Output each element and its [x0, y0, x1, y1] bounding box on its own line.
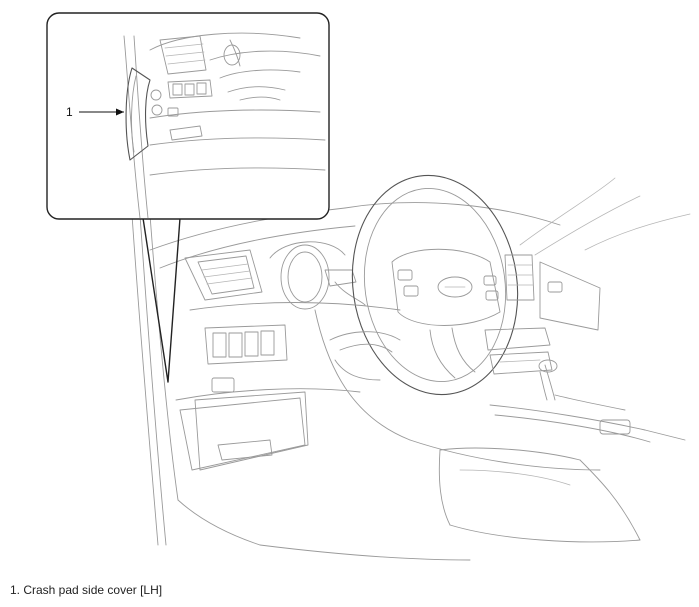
leader-arrowhead — [116, 108, 124, 116]
car-interior-drawing — [131, 174, 691, 561]
detail-inset: 1 — [46, 12, 330, 220]
detail-frame — [46, 12, 330, 220]
callout-pointer — [142, 217, 181, 383]
figure-caption: 1. Crash pad side cover [LH] — [10, 583, 163, 597]
callout-number-1: 1 — [66, 105, 73, 119]
dashboard-diagram: 1 — [46, 12, 691, 561]
detail-drawing — [123, 32, 326, 219]
crash-pad-side-cover-part — [125, 67, 151, 161]
